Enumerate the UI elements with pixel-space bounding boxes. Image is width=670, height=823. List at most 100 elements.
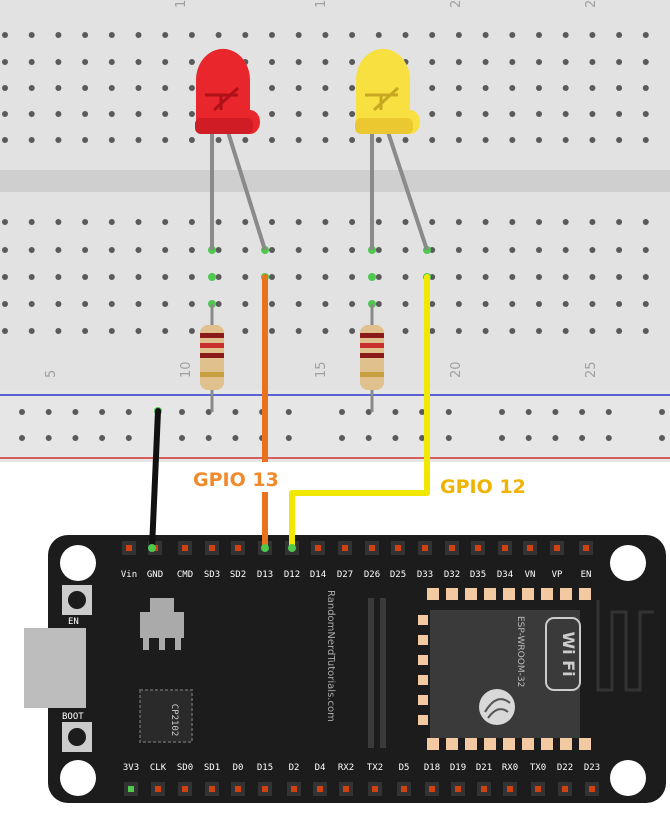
breadboard-hole [616, 274, 623, 280]
breadboard-hole [429, 59, 436, 65]
breadboard-hole [455, 59, 462, 65]
breadboard-hole [642, 328, 649, 334]
gpio12-wire[interactable] [289, 274, 430, 551]
breadboard-hole [55, 301, 62, 307]
breadboard-hole [349, 301, 356, 307]
column-number-bottom: 20 [449, 361, 464, 378]
gnd-wire[interactable] [149, 408, 161, 551]
rail-hole [45, 409, 52, 415]
breadboard-hole [162, 59, 169, 65]
pin-label: D22 [557, 763, 573, 773]
breadboard-hole [108, 59, 115, 65]
breadboard-hole [562, 219, 569, 225]
breadboard-hole [295, 301, 302, 307]
breadboard-hole [2, 32, 8, 38]
breadboard-hole [269, 219, 275, 225]
breadboard-hole [536, 274, 542, 280]
rail-hole [499, 435, 505, 441]
breadboard-hole [269, 111, 275, 117]
breadboard-hole [242, 32, 249, 38]
rail-hole [72, 435, 79, 441]
breadboard-hole [135, 137, 142, 143]
pin-contact [527, 545, 533, 551]
module-pad [418, 635, 428, 645]
pin-contact [342, 545, 348, 551]
breadboard-hole [455, 32, 462, 38]
antenna-trace [596, 600, 654, 692]
breadboard-hole [509, 219, 516, 225]
rail-hole [125, 409, 132, 415]
breadboard-hole [455, 274, 462, 280]
breadboard-hole [135, 328, 142, 334]
breadboard-hole [402, 301, 409, 307]
breadboard-hole [269, 85, 275, 91]
pin-contact [369, 545, 375, 551]
module-pad [484, 588, 496, 600]
breadboard-hole [482, 328, 489, 334]
breadboard-hole [349, 328, 356, 334]
pin-label: D2 [289, 763, 300, 773]
breadboard-hole [108, 274, 115, 280]
breadboard-hole [322, 137, 329, 143]
breadboard-hole [215, 32, 222, 38]
breadboard-hole [589, 328, 596, 334]
breadboard-hole [269, 328, 275, 334]
breadboard-top-strip [0, 0, 670, 170]
pin-contact [291, 786, 297, 792]
rail-hole [285, 409, 292, 415]
pin-contact [475, 545, 481, 551]
breadboard-hole [429, 219, 436, 225]
breadboard-hole [188, 111, 195, 117]
pin-contact [317, 786, 323, 792]
breadboard-hole [28, 111, 35, 117]
pin-label: TX2 [367, 763, 383, 773]
breadboard-hole [616, 137, 623, 143]
column-number-top: 25 [584, 0, 599, 8]
breadboard-hole [295, 219, 302, 225]
module-pad [579, 588, 591, 600]
inner-header [368, 598, 386, 748]
breadboard-hole [589, 247, 596, 253]
breadboard-hole [349, 274, 356, 280]
breadboard-hole [562, 274, 569, 280]
breadboard-hole [375, 219, 382, 225]
pin-contact [449, 545, 455, 551]
breadboard-hole [536, 111, 542, 117]
yellow-led[interactable] [355, 48, 429, 251]
breadboard-hole [536, 219, 542, 225]
resistor-1[interactable] [200, 304, 224, 412]
breadboard-hole [135, 59, 142, 65]
pin-label: D4 [315, 763, 326, 773]
rail-hole [285, 435, 292, 441]
breadboard-hole [108, 32, 115, 38]
breadboard-hole [562, 32, 569, 38]
rail-hole [179, 409, 185, 415]
breadboard-hole [589, 137, 596, 143]
module-pad [427, 738, 439, 750]
resistor-2[interactable] [360, 304, 384, 412]
breadboard-hole [322, 274, 329, 280]
pin-label: CLK [150, 763, 167, 773]
breadboard-hole [482, 247, 489, 253]
breadboard-hole [322, 247, 329, 253]
pin-contact [182, 545, 188, 551]
module-pad [418, 655, 428, 665]
module-pad [503, 738, 515, 750]
breadboard-hole [349, 59, 356, 65]
breadboard-hole [482, 274, 489, 280]
rail-hole [579, 435, 586, 441]
pin-label: D13 [257, 570, 273, 580]
rail-hole [392, 435, 399, 441]
column-number-top: 15 [314, 0, 329, 8]
breadboard-hole [82, 274, 89, 280]
rail-hole [445, 435, 452, 441]
breadboard-hole [589, 274, 596, 280]
mount-hole [610, 545, 646, 581]
breadboard-hole [269, 32, 275, 38]
rail-hole [445, 409, 452, 415]
breadboard-hole [402, 219, 409, 225]
red-led[interactable] [195, 48, 267, 251]
breadboard-hole [455, 247, 462, 253]
breadboard-hole [135, 247, 142, 253]
breadboard-hole [82, 301, 89, 307]
